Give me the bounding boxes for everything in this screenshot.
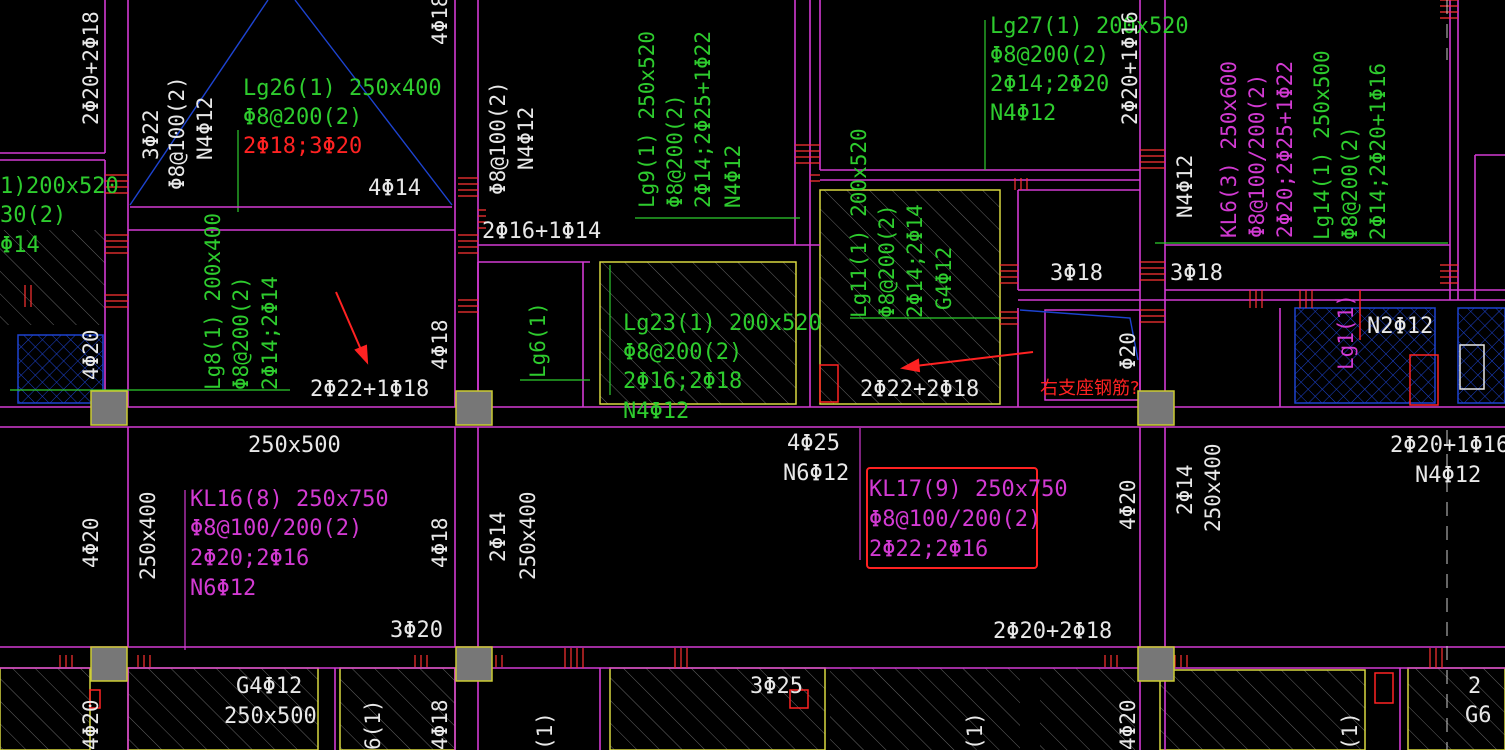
v-1-bot-b: (1) <box>963 712 987 750</box>
v-kl6-rebar: 2Φ20;2Φ25+1Φ22 <box>1273 61 1297 238</box>
rebar-2phi20-2phi18: 2Φ20+2Φ18 <box>993 619 1112 644</box>
slab-hatching <box>0 189 1505 750</box>
dim-250x500-b: 250x500 <box>224 704 317 729</box>
lg23-stirrup: Φ8@200(2) <box>623 340 742 365</box>
lg26-label: Lg26(1) 250x400 <box>243 76 442 101</box>
edge-rebar-label: Φ14 <box>0 233 40 258</box>
v-lg9-stirrup: Φ8@200(2) <box>663 94 687 208</box>
rebar-2phi22-1phi18: 2Φ22+1Φ18 <box>310 377 429 402</box>
v-n4phi12-a: N4Φ12 <box>193 97 217 160</box>
rebar-2phi20-1phi16: 2Φ20+1Φ16 <box>1390 433 1505 458</box>
v-n4phi12-c: N4Φ12 <box>1173 155 1197 218</box>
lg27-label: Lg27(1) 200x520 <box>990 14 1189 39</box>
v-kl6-stirrup: Φ8@100/200(2) <box>1245 74 1269 238</box>
annotation-arrows <box>335 291 1034 373</box>
v-n4phi12-b: N4Φ12 <box>514 107 538 170</box>
kl16-label: KL16(8) 250x750 <box>190 487 389 512</box>
v-4phi18-top: 4Φ18 <box>428 0 452 45</box>
kl17-stirrup: Φ8@100/200(2) <box>869 507 1041 532</box>
annotation-right-support: 右支座钢筋? <box>1040 378 1140 399</box>
rebar-g4phi12: G4Φ12 <box>236 674 302 699</box>
rebar-4phi25: 4Φ25 <box>787 431 840 456</box>
edge-dim-label: 200x520 <box>26 174 119 199</box>
rebar-n2phi12: N2Φ12 <box>1367 314 1433 339</box>
v-4phi18-low: 4Φ18 <box>428 517 452 568</box>
lg26-rebar: 2Φ18;3Φ20 <box>243 134 362 159</box>
lg23-side-rebar: N4Φ12 <box>623 399 689 424</box>
lg27-rebar: 2Φ14;2Φ20 <box>990 72 1109 97</box>
v-250x400-c: 250x400 <box>1201 443 1225 532</box>
v-4phi20-bot2: 4Φ20 <box>1116 699 1140 750</box>
v-lg9-label: Lg9(1) 250x520 <box>635 31 659 208</box>
v-250x400-a: 250x400 <box>136 491 160 580</box>
v-lg9-side: N4Φ12 <box>721 145 745 208</box>
v-lg9-rebar: 2Φ14;2Φ25+1Φ22 <box>691 31 715 208</box>
v-2phi20-2phi18: 2Φ20+2Φ18 <box>79 11 103 125</box>
v-4phi20-a: 4Φ20 <box>79 329 103 380</box>
edge-stirrup-label: 30(2) <box>0 203 66 228</box>
red-marks <box>89 290 1439 709</box>
v-3phi22: 3Φ22 <box>139 109 163 160</box>
v-lg14-label: Lg14(1) 250x500 <box>1310 50 1334 240</box>
v-2phi14-a: 2Φ14 <box>486 511 510 562</box>
v-2phi14-b: 2Φ14 <box>1173 464 1197 515</box>
rebar-3phi18-a: 3Φ18 <box>1050 261 1103 286</box>
v-250x400-b: 250x400 <box>516 491 540 580</box>
rebar-n6phi12: N6Φ12 <box>783 461 849 486</box>
lg23-label: Lg23(1) 200x520 <box>623 311 822 336</box>
kl17-label: KL17(9) 250x750 <box>869 477 1068 502</box>
kl16-side-rebar: N6Φ12 <box>190 576 256 601</box>
v-lg11-label: Lg11(1) 200x520 <box>847 128 871 318</box>
label-g6-edge: G6 <box>1465 703 1492 728</box>
v-lg14-stirrup: Φ8@200(2) <box>1338 126 1362 240</box>
v-1-bot-a: (1) <box>533 712 557 750</box>
rebar-n4phi12: N4Φ12 <box>1415 463 1481 488</box>
rebar-3phi20: 3Φ20 <box>390 618 443 643</box>
v-phi20: Φ20 <box>1116 332 1140 370</box>
v-kl6-label: KL6(3) 250x600 <box>1217 61 1241 238</box>
v-lg8-rebar: 2Φ14;2Φ14 <box>258 276 282 390</box>
v-1-bot-c: (1) <box>1338 712 1362 750</box>
horizontal-labels: Lg26(1) 250x400 Φ8@200(2) 2Φ18;3Φ20 4Φ14… <box>0 14 1505 729</box>
v-4phi20-c: 4Φ20 <box>1116 479 1140 530</box>
v-2phi20-1phi16-top: 2Φ20+1Φ16 <box>1118 11 1142 125</box>
v-lg11-side: G4Φ12 <box>932 247 956 310</box>
rebar-2phi16-1phi14: 2Φ16+1Φ14 <box>482 219 601 244</box>
rebar-3phi18-b: 3Φ18 <box>1170 261 1223 286</box>
rebar-4phi14: 4Φ14 <box>368 176 421 201</box>
rebar-3phi25: 3Φ25 <box>750 674 803 699</box>
kl16-rebar: 2Φ20;2Φ16 <box>190 546 309 571</box>
v-lg11-stirrup: Φ8@200(2) <box>875 204 899 318</box>
lg23-rebar: 2Φ16;2Φ18 <box>623 369 742 394</box>
v-6-1-bot: 6(1) <box>361 699 385 750</box>
v-4phi20-bot: 4Φ20 <box>79 699 103 750</box>
kl17-rebar: 2Φ22;2Φ16 <box>869 537 988 562</box>
columns <box>90 390 1175 682</box>
v-lg-right: Lg1(1) <box>1334 294 1358 370</box>
v-lg14-rebar: 2Φ14;2Φ20+1Φ16 <box>1366 63 1390 240</box>
lg27-stirrup: Φ8@200(2) <box>990 43 1109 68</box>
v-4phi18-bot: 4Φ18 <box>428 699 452 750</box>
lg27-side-rebar: N4Φ12 <box>990 101 1056 126</box>
vertical-labels: 2Φ20+2Φ18 3Φ22 Φ8@100(2) N4Φ12 4Φ18 Φ8@1… <box>79 0 1390 750</box>
leader-lines <box>10 20 1448 650</box>
v-lg11-rebar: 2Φ14;2Φ14 <box>903 204 927 318</box>
v-lg6-label: Lg6(1) <box>526 302 550 378</box>
kl16-stirrup: Φ8@100/200(2) <box>190 516 362 541</box>
v-4phi20-b: 4Φ20 <box>79 517 103 568</box>
v-lg8-stirrup: Φ8@200(2) <box>229 276 253 390</box>
v-phi8-100-a: Φ8@100(2) <box>165 76 189 190</box>
v-4phi18-mid: 4Φ18 <box>428 319 452 370</box>
label-2-edge: 2 <box>1468 674 1481 699</box>
rebar-2phi22-2phi18: 2Φ22+2Φ18 <box>860 377 979 402</box>
v-phi8-100-b: Φ8@100(2) <box>486 81 510 195</box>
v-lg8-label: Lg8(1) 200x400 <box>201 213 225 390</box>
blue-triangle <box>129 0 1139 361</box>
kl17-highlight-box[interactable] <box>866 467 1038 569</box>
edge-lg-label: 1) <box>0 174 27 199</box>
lg26-stirrup: Φ8@200(2) <box>243 105 362 130</box>
dim-250x500-a: 250x500 <box>248 433 341 458</box>
